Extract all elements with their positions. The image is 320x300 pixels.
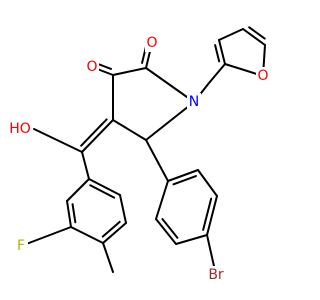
bond-a2-a3 [119,194,127,224]
bond-a5-a6-double [71,203,77,224]
bond-fu2-fu3 [218,39,226,65]
bond-b3-b4-double [202,197,213,231]
atom-bromine: Br [208,267,224,283]
bond-b1-b2-double [172,175,197,186]
bond-c4-cexo [81,119,114,153]
atom-fluorine: F [17,238,25,254]
bond-a3-a4-double [101,220,121,238]
bond-fu4-fu5 [242,28,266,46]
atom-n-ring: N [189,94,199,110]
bond-cexo-oh [33,128,83,153]
bond-b4-b5 [175,234,208,245]
bond-c3-c2 [112,67,147,76]
atom-label-layer: O O N O HO F Br [8,34,270,284]
bond-a1-a2-double [89,184,116,199]
bond-b5-b6 [155,218,177,245]
bond-c4-cexo-double [80,118,108,147]
bond-a4-a5 [70,226,104,244]
bond-c5-b1 [145,139,169,182]
atom-oh: HO [9,121,31,137]
bond-a6-a1 [66,178,90,202]
molecule-structure: O O N O HO F Br [8,26,270,284]
bond-b5-b6-double [161,218,179,239]
bond-b1-b2 [167,169,199,182]
bond-a5-fl [20,226,72,247]
bond-fu4-fu5-double [248,26,266,40]
bond-a1-a2 [88,178,121,196]
bond-b2-b3 [197,169,218,197]
bond-n-c5 [145,101,195,141]
atom-o-ketone: O [86,59,97,75]
bond-b3-b4 [206,195,218,236]
bond-a4-me [102,242,114,273]
bond-a5-a6 [66,200,72,228]
bond-a3-a4 [102,222,127,244]
bond-c2-n [145,67,195,103]
bond-ch2-fu2 [208,63,226,84]
bond-cexo-a1 [81,151,90,180]
atom-o-amide: O [146,35,157,51]
bond-b6-b1 [155,180,169,220]
bond-layer [20,26,266,276]
atom-o-furan: O [257,68,268,84]
bond-fu2-fu3-double [214,44,221,63]
bond-c5-c4 [112,119,147,141]
bond-c3-ok-double [96,62,113,70]
bond-fu3-fu4 [218,28,244,41]
